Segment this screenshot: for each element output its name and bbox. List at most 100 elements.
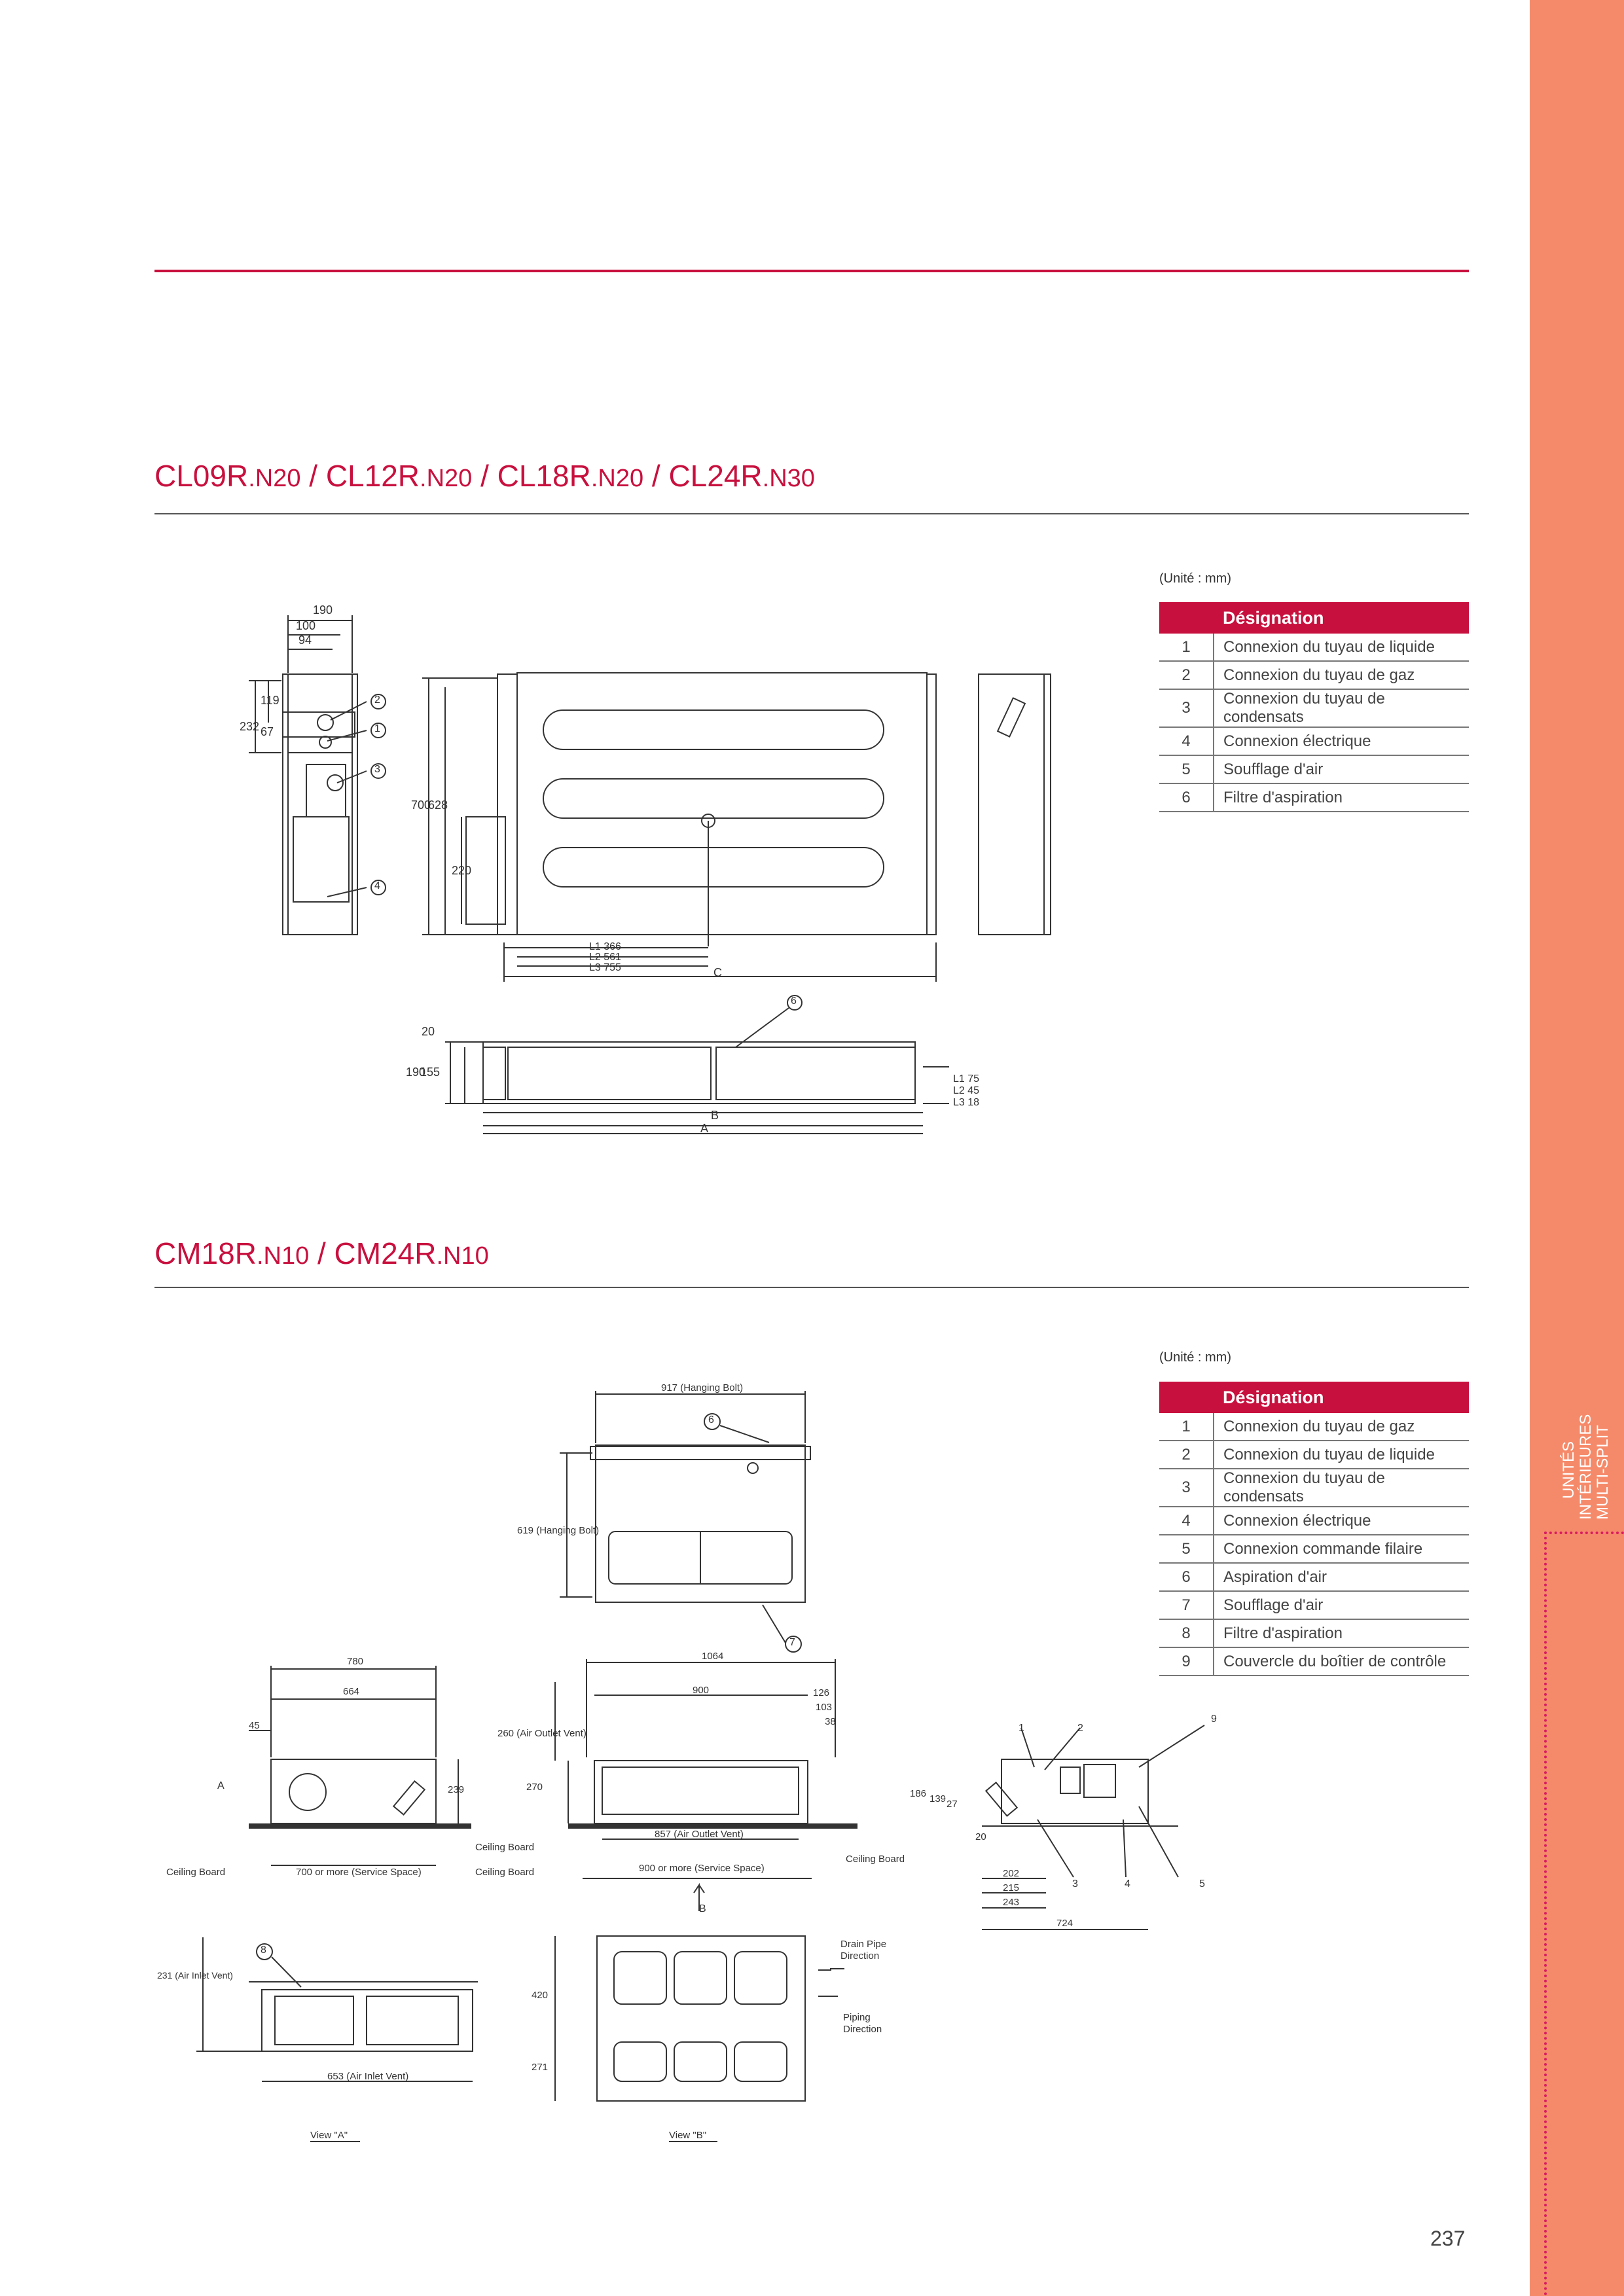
view-letter-a: A — [217, 1780, 225, 1791]
dim-label: 103 — [816, 1702, 833, 1713]
side-tab-dotted-border — [1544, 1532, 1624, 2296]
dim-label: 900 or more (Service Space) — [639, 1863, 765, 1874]
callout-number: 1 — [374, 723, 380, 734]
dim-label: 857 (Air Outlet Vent) — [655, 1829, 744, 1840]
dim-label: 100 — [296, 619, 316, 632]
dim-label: 780 — [347, 1656, 364, 1667]
cl-front-view — [422, 672, 937, 982]
dim-label: 1064 — [702, 1651, 724, 1662]
dim-label: 155 — [420, 1066, 441, 1079]
dim-label: 628 — [428, 798, 448, 812]
piping-label-2: Direction — [843, 2024, 882, 2035]
cm-left-view — [249, 1666, 471, 1866]
dim-label: 190 — [313, 603, 333, 617]
top-rule — [154, 270, 1469, 272]
callout-number: 2 — [1077, 1723, 1083, 1734]
dim-label: 231 (Air Inlet Vent) — [157, 1970, 233, 1981]
dim-label: 67 — [261, 725, 274, 738]
dim-label: 900 — [693, 1685, 710, 1696]
dim-label: L3 755 — [589, 962, 621, 973]
dim-label: 215 — [1003, 1882, 1020, 1893]
dim-label: 45 — [249, 1720, 260, 1731]
view-a-caption: View "A" — [310, 2130, 348, 2141]
callout-number: 9 — [1211, 1713, 1217, 1725]
dim-label: L1 366 — [589, 941, 621, 952]
dim-label: 243 — [1003, 1897, 1020, 1908]
callout-number: 1 — [1019, 1723, 1024, 1734]
dim-label: 420 — [532, 1990, 549, 2001]
callout-number: 2 — [374, 694, 380, 706]
section2-rule — [154, 1287, 1469, 1288]
dim-label: 653 (Air Inlet Vent) — [327, 2071, 409, 2082]
dim-label: 271 — [532, 2062, 549, 2073]
callout-number: 6 — [708, 1414, 714, 1426]
section1-heading: CL09R.N20 / CL12R.N20 / CL18R.N20 / CL24… — [154, 459, 815, 493]
ceiling-label: Ceiling Board — [475, 1842, 535, 1853]
ceiling-label: Ceiling Board — [846, 1854, 905, 1865]
callout-number: 3 — [374, 764, 380, 775]
callout-number: 7 — [789, 1637, 795, 1648]
dim-label: 119 — [261, 694, 280, 707]
dim-label: 94 — [298, 634, 312, 647]
piping-label: Piping — [843, 2012, 871, 2023]
dim-label: L3 18 — [953, 1097, 980, 1108]
dim-label: 126 — [813, 1687, 830, 1698]
dim-label: 20 — [422, 1025, 435, 1038]
dim-label: 700 or more (Service Space) — [296, 1867, 422, 1878]
cm-top-view — [560, 1391, 811, 1653]
callout-number: 6 — [791, 996, 797, 1007]
section1-rule — [154, 513, 1469, 514]
dim-label: 20 — [975, 1831, 986, 1842]
cl-side-callouts — [370, 694, 386, 895]
dim-label: 239 — [448, 1784, 465, 1795]
cl-bottom-view — [445, 995, 949, 1134]
dim-label: 700 — [411, 798, 431, 812]
cm-right-view — [982, 1725, 1205, 1930]
dim-label: 190 — [406, 1066, 426, 1079]
section2-unit: (Unité : mm) — [1159, 1350, 1231, 1365]
dim-label: 260 (Air Outlet Vent) — [497, 1728, 586, 1739]
dim-label: 139 — [929, 1793, 947, 1804]
section2-heading: CM18R.N10 / CM24R.N10 — [154, 1236, 489, 1270]
callout-number: 4 — [1125, 1878, 1130, 1890]
cl-right-view — [978, 673, 1051, 935]
dim-label: 27 — [947, 1799, 958, 1810]
cl-side-view — [249, 615, 367, 935]
callout-number: 5 — [1199, 1878, 1205, 1890]
callout-number: 8 — [261, 1945, 266, 1956]
dim-label: 220 — [452, 864, 472, 877]
view-letter-b: B — [699, 1903, 706, 1914]
dim-label: L1 75 — [953, 1073, 980, 1085]
dim-label: 724 — [1056, 1918, 1074, 1929]
dim-label: 186 — [910, 1788, 927, 1799]
ceiling-label: Ceiling Board — [166, 1867, 226, 1878]
drain-label-2: Direction — [840, 1950, 880, 1962]
cm-front-view — [554, 1659, 857, 1911]
dim-label: C — [713, 966, 722, 979]
callout-number: 3 — [1072, 1878, 1078, 1890]
dim-label: 270 — [526, 1782, 543, 1793]
section2-table-header: Désignation — [1214, 1382, 1469, 1413]
dim-label: L2 561 — [589, 952, 621, 963]
page-number: 237 — [1430, 2227, 1466, 2250]
dim-label: 664 — [343, 1686, 360, 1697]
cm-view-b — [554, 1935, 844, 2142]
cm-view-a — [196, 1937, 478, 2142]
